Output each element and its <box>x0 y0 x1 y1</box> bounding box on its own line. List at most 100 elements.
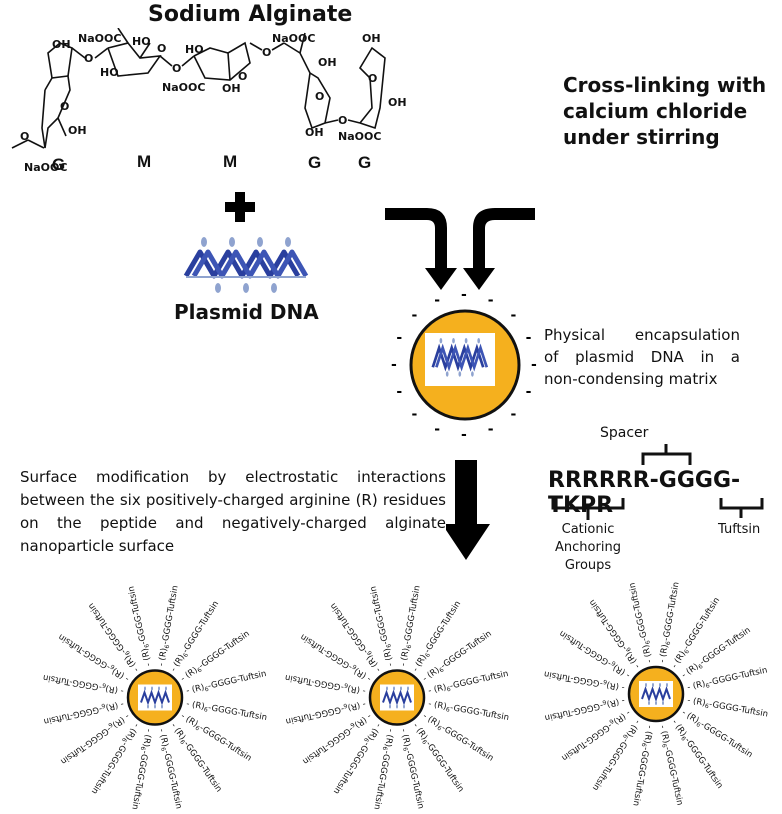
alginate-o-6: O <box>368 72 377 85</box>
negative-charge: - <box>412 406 418 422</box>
alginate-oh-4: OH <box>318 56 337 69</box>
negative-charge: - <box>510 406 516 422</box>
alginate-bonds <box>11 28 386 149</box>
alginate-oh-2: OH <box>68 124 87 137</box>
alginate-oh-6: OH <box>362 32 381 45</box>
alginate-naooc-1: NaOOC <box>24 161 67 174</box>
alginate-naooc-3: NaOOC <box>162 81 205 94</box>
merge-arrow-icon <box>385 208 535 290</box>
functionalized-particle-2: - (R)6-GGGG-Tuftsin- (R)6-GGGG-Tuftsin- … <box>284 585 510 810</box>
plasmid-dna-icon <box>183 237 309 293</box>
dna-dot <box>648 701 650 705</box>
unit-label-g1: G <box>52 155 66 174</box>
alginate-oh-1: OH <box>52 38 71 51</box>
dna-dot <box>147 704 149 709</box>
dna-dot <box>400 686 402 691</box>
dna-dot <box>645 683 647 687</box>
tuftsin-sequence: TKPR <box>548 493 614 518</box>
alginate-o-5: O <box>315 90 324 103</box>
alginate-o-1: O <box>60 100 69 113</box>
alginate-naooc-2: NaOOC <box>78 32 121 45</box>
dna-dot <box>407 686 409 691</box>
alginate-oh-3: OH <box>222 82 241 95</box>
alginate-o-2: O <box>20 130 29 143</box>
alginate-structure: OH O OH O NaOOC O NaOOC HO HO O O NaOOC … <box>11 28 407 174</box>
tuftsin-label: Tuftsin <box>718 522 761 537</box>
dna-dot <box>655 701 657 705</box>
dna-dot <box>389 704 391 709</box>
dna-dot <box>403 704 405 709</box>
alginate-ho-2: HO <box>100 66 119 79</box>
crosslink-line-1: Cross-linking with <box>563 73 767 97</box>
dna-dot <box>666 683 668 687</box>
encapsulated-dna-icon <box>431 338 489 377</box>
functionalized-particle-1: - (R)6-GGGG-Tuftsin- (R)6-GGGG-Tuftsin- … <box>42 585 268 810</box>
negative-charge: - <box>391 357 397 373</box>
dna-helix-icon <box>641 685 671 703</box>
encapsulation-line-3: non-condensing matrix <box>544 370 718 388</box>
encapsulation-description: Physical encapsulation of plasmid DNA in… <box>544 324 740 390</box>
alginate-o-3: O <box>157 42 166 55</box>
crosslink-label: Cross-linking with calcium chloride unde… <box>563 72 766 150</box>
spacer-bracket <box>641 452 692 465</box>
negative-charge: - <box>510 308 516 324</box>
negative-charge: - <box>526 330 532 346</box>
dna-dot <box>652 683 654 687</box>
dna-dot <box>662 701 664 705</box>
alginate-o-4: O <box>238 70 247 83</box>
alginate-ho-3: HO <box>185 43 204 56</box>
peptide-brackets <box>551 444 764 520</box>
negative-charge: - <box>396 384 402 400</box>
alginate-o-link-3: O <box>262 46 271 59</box>
dna-dot <box>393 686 395 691</box>
dna-helix-icon <box>140 689 170 706</box>
anchor-label-line-2: Anchoring <box>555 540 621 555</box>
alginate-naooc-5: NaOOC <box>338 130 381 143</box>
functionalized-particle-3: - (R)6-GGGG-Tuftsin- (R)6-GGGG-Tuftsin- … <box>543 581 769 807</box>
negative-charge: - <box>412 308 418 324</box>
spacer-sequence: -GGGG- <box>649 468 737 493</box>
negative-charge: - <box>434 422 440 438</box>
anchor-label-line-1: Cationic <box>561 522 615 537</box>
dna-dot <box>158 686 160 691</box>
negative-charge: - <box>461 427 467 443</box>
spacer-label: Spacer <box>600 425 649 441</box>
surface-modification-text: Surface modification by electrostatic in… <box>20 468 446 555</box>
dna-dot <box>161 704 163 709</box>
down-arrow-icon <box>446 460 490 560</box>
anchor-sequence: RRRRRR <box>548 468 650 493</box>
negative-charge: - <box>531 357 537 373</box>
alginate-o-link-2: O <box>172 62 181 75</box>
encapsulated-particle: ---------------- <box>391 287 537 443</box>
alginate-oh-5: OH <box>305 126 324 139</box>
unit-label-m2: M <box>223 152 238 171</box>
negative-charge: - <box>396 330 402 346</box>
alginate-oh-7: OH <box>388 96 407 109</box>
dna-helix-icon <box>382 689 412 706</box>
alginate-naooc-4: NaOOC <box>272 32 315 45</box>
alginate-ho-1: HO <box>132 35 151 48</box>
plasmid-dna-label: Plasmid DNA <box>174 300 319 324</box>
alginate-title: Sodium Alginate <box>148 2 353 27</box>
dna-dot <box>396 704 398 709</box>
negative-charge: - <box>434 292 440 308</box>
dna-dot <box>154 704 156 709</box>
unit-label-m1: M <box>137 152 152 171</box>
crosslink-line-2: calcium chloride <box>563 99 748 123</box>
crosslink-line-3: under stirring <box>563 125 720 149</box>
dna-dot <box>659 683 661 687</box>
unit-label-g2: G <box>308 153 322 172</box>
plus-icon <box>225 192 255 222</box>
dna-dot <box>165 686 167 691</box>
negative-charge: - <box>488 292 494 308</box>
dna-dot <box>386 686 388 691</box>
dna-dot <box>144 686 146 691</box>
negative-charge: - <box>526 384 532 400</box>
anchor-label-line-3: Groups <box>564 558 612 573</box>
unit-label-g3: G <box>358 153 372 172</box>
encapsulation-line-2: of plasmid DNA in a <box>544 348 740 366</box>
negative-charges: ---------------- <box>391 287 537 443</box>
alginate-o-link-1: O <box>84 52 93 65</box>
alginate-o-link-4: O <box>338 114 347 127</box>
peptide-sequence: RRRRRR-GGGG- TKPR <box>548 468 782 518</box>
